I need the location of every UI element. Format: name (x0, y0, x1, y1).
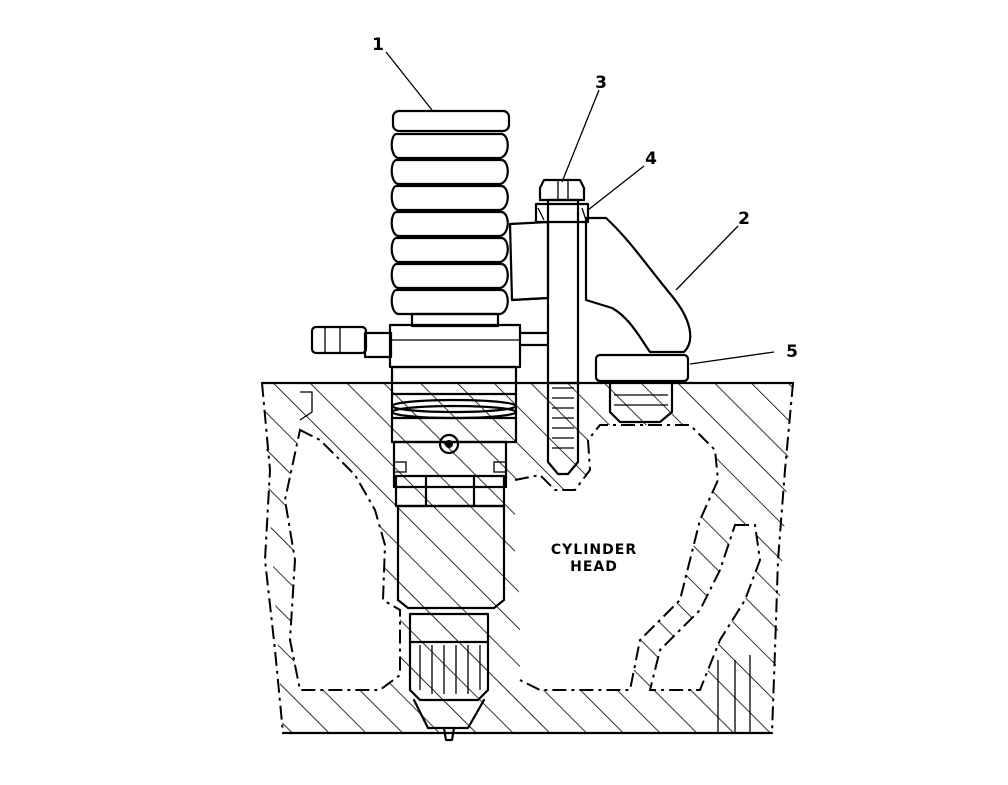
unit-injector (310, 323, 550, 742)
clamp-spacer (594, 353, 690, 424)
clamp-bolt (538, 178, 586, 385)
callout-5: 5 (786, 342, 798, 362)
bolt-washer (534, 202, 590, 224)
callout-2: 2 (738, 209, 750, 229)
callout-3: 3 (595, 73, 607, 93)
cylinder-head-label-line1: CYLINDER (551, 542, 637, 558)
callout-1: 1 (372, 35, 384, 55)
injector-spring (390, 109, 511, 328)
callout-leaders (385, 51, 775, 365)
cylinder-head-label-line2: HEAD (570, 559, 618, 575)
cylinder-head: CYLINDER HEAD (260, 381, 795, 735)
callout-4: 4 (645, 149, 657, 169)
